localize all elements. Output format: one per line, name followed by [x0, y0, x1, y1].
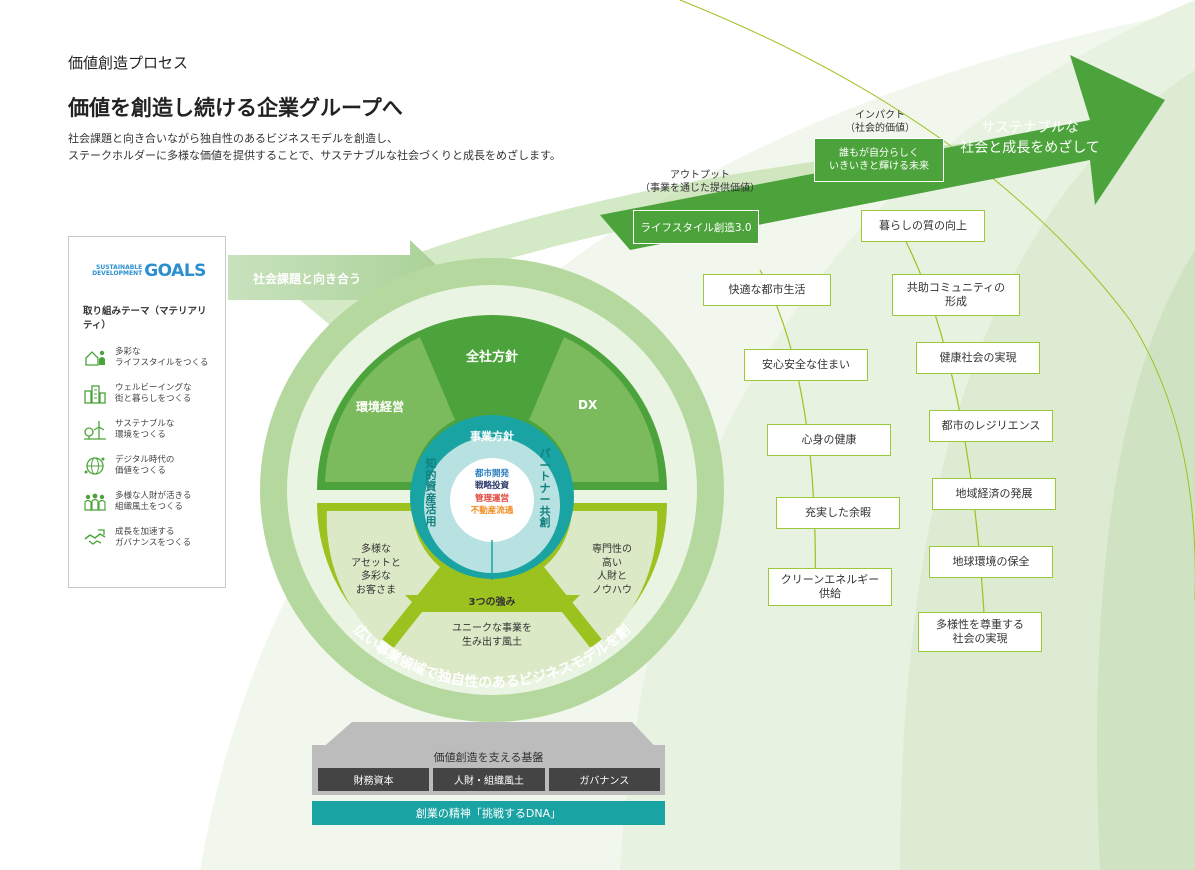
- social-issue-label: 社会課題と向き合う: [253, 272, 362, 286]
- impact-item: 共助コミュニティの 形成: [892, 274, 1020, 316]
- sdgs-logo-line2: DEVELOPMENT: [92, 270, 143, 277]
- impact-item: 健康社会の実現: [916, 342, 1040, 374]
- materiality-item: デジタル時代の 価値をつくる: [83, 455, 215, 477]
- description-line-1: 社会課題と向き合いながら独自性のあるビジネスモデルを創造し、: [68, 132, 398, 145]
- sdgs-logo-goals: GOALS: [144, 261, 206, 281]
- foundation-talent-culture: 人財・組織風土: [433, 768, 545, 791]
- sector-talent: [544, 511, 658, 642]
- foundation-title: 価値創造を支える基盤: [433, 751, 544, 764]
- output-item: クリーンエネルギー 供給: [768, 568, 892, 606]
- group-people-icon: [83, 491, 107, 513]
- founding-spirit-bar: 創業の精神「挑戦するDNA」: [312, 801, 665, 825]
- handshake-icon: [83, 527, 107, 549]
- foundation-governance: ガバナンス: [548, 768, 660, 791]
- goal-line-1: サステナブルな: [981, 120, 1079, 136]
- sector-assets: [326, 511, 440, 642]
- strengths-bar: [405, 595, 580, 607]
- business-urban-development: 都市開発: [474, 469, 509, 479]
- impact-item: 地球環境の保全: [929, 546, 1053, 578]
- output-heading-block: アウトプット （事業を通じた提供価値）: [640, 170, 760, 195]
- materiality-label: 多様な人財が活きる 組織風土をつくる: [115, 491, 192, 512]
- output-item: 充実した余暇: [776, 497, 900, 529]
- materiality-item: ウェルビーイングな 街と暮らしをつくる: [83, 383, 215, 405]
- section-title: 価値創造プロセス: [68, 54, 189, 72]
- dx-label: DX: [578, 398, 598, 412]
- main-title: 価値を創造し続ける企業グループへ: [68, 96, 403, 120]
- description: 社会課題と向き合いながら独自性のあるビジネスモデルを創造し、 ステークホルダーに…: [68, 130, 561, 164]
- impact-heading: インパクト: [855, 110, 905, 121]
- materiality-heading: 取り組みテーマ（マテリアリティ）: [83, 306, 207, 331]
- sector-culture: [392, 612, 592, 684]
- windmill-trees-icon: [83, 419, 107, 441]
- impact-item: 多様性を尊重する 社会の実現: [918, 612, 1042, 652]
- sector-environment: [325, 337, 455, 482]
- partner-cocreation-label: パートナー共創: [539, 447, 551, 530]
- business-strategic-investment: 戦略投資: [474, 481, 509, 492]
- output-item: 安心安全な住まい: [744, 349, 868, 381]
- materiality-item: サステナブルな 環境をつくる: [83, 419, 215, 441]
- goal-line-2: 社会と成長をめざして: [960, 140, 1100, 157]
- sector-dx: [529, 337, 659, 482]
- materiality-label: 成長を加速する ガバナンスをつくる: [115, 527, 192, 548]
- materiality-item: 多様な人財が活きる 組織風土をつくる: [83, 491, 215, 513]
- company-policy-label: 全社方針: [465, 350, 518, 365]
- output-item: 快適な都市生活: [703, 274, 831, 306]
- environment-management-label: 環境経営: [356, 400, 405, 414]
- impact-subheading: （社会的価値）: [845, 122, 915, 134]
- impact-item: 暮らしの質の向上: [861, 210, 985, 242]
- center-white: [450, 458, 534, 542]
- materiality-label: デジタル時代の 価値をつくる: [115, 455, 175, 476]
- output-item: 心身の健康: [767, 424, 891, 456]
- future-vision-badge: 誰もが自分らしく いきいきと輝ける未来: [814, 138, 944, 182]
- impact-heading-block: インパクト （社会的価値）: [820, 110, 940, 135]
- materiality-item: 成長を加速する ガバナンスをつくる: [83, 527, 215, 549]
- materiality-label: サステナブルな 環境をつくる: [115, 419, 175, 440]
- impact-item: 地域経済の発展: [932, 478, 1056, 510]
- sdgs-logo-line1: SUSTAINABLE: [96, 263, 143, 271]
- materiality-label: 多彩な ライフスタイルをつくる: [115, 347, 209, 368]
- foundation-items: 財務資本 人財・組織風土 ガバナンス: [318, 768, 660, 791]
- intellectual-asset-label: 知的資産活用: [425, 457, 437, 528]
- lifestyle-creation-badge: ライフスタイル創造3.0: [633, 210, 759, 244]
- business-property-management: 管理運営: [474, 493, 509, 504]
- sdgs-panel: SUSTAINABLE DEVELOPMENT GOALS 取り組みテーマ（マテ…: [68, 236, 226, 588]
- sdgs-logo: SUSTAINABLE DEVELOPMENT GOALS: [83, 261, 215, 281]
- three-strengths-label: 3つの強み: [468, 597, 516, 608]
- digital-globe-icon: [83, 455, 107, 477]
- strength-talent-knowhow: 専門性の 高い 人財と ノウハウ: [592, 544, 632, 596]
- impact-item: 都市のレジリエンス: [929, 410, 1053, 442]
- strength-unique-culture: ユニークな事業を 生み出す風土: [452, 623, 532, 648]
- foundation-financial-capital: 財務資本: [318, 768, 430, 791]
- decorative-curve: [679, 0, 1195, 600]
- goal-arrow-text: サステナブルな 社会と成長をめざして: [950, 118, 1110, 159]
- business-areas: 都市開発 戦略投資 管理運営 不動産流通: [456, 468, 528, 517]
- output-heading: アウトプット: [670, 170, 730, 181]
- people-house-icon: [83, 347, 107, 369]
- materiality-list: 多彩な ライフスタイルをつくるウェルビーイングな 街と暮らしをつくるサステナブル…: [83, 347, 215, 549]
- business-real-estate-brokerage: 不動産流通: [470, 505, 514, 516]
- business-policy-label: 事業方針: [470, 430, 514, 443]
- output-subheading: （事業を通じた提供価値）: [640, 182, 760, 194]
- materiality-label: ウェルビーイングな 街と暮らしをつくる: [115, 383, 192, 404]
- description-line-2: ステークホルダーに多様な価値を提供することで、サステナブルな社会づくりと成長をめ…: [68, 149, 561, 163]
- city-buildings-icon: [83, 383, 107, 405]
- materiality-item: 多彩な ライフスタイルをつくる: [83, 347, 215, 369]
- goal-arrow: [600, 55, 1165, 250]
- strength-assets-customers: 多様な アセットと 多彩な お客さま: [351, 544, 401, 596]
